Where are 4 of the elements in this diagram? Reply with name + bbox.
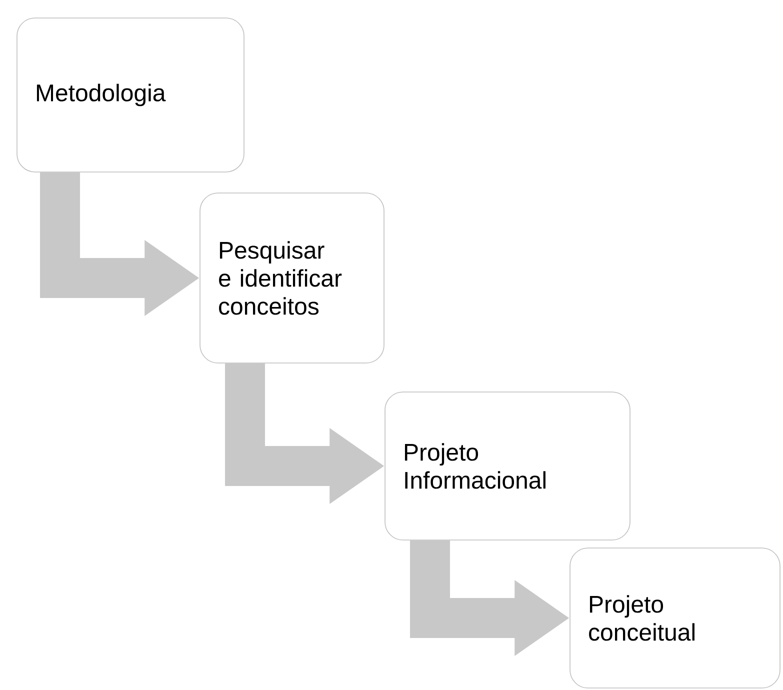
process-box: Projeto Informacional <box>384 392 630 540</box>
process-box: Projeto conceitual <box>570 548 780 688</box>
process-box: Pesquisar e identificar conceitos <box>200 192 384 364</box>
process-box: Metodologia <box>16 18 244 172</box>
